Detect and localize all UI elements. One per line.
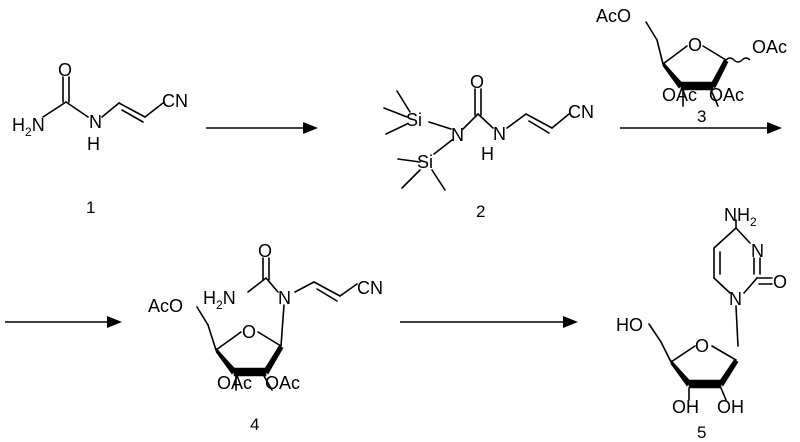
atom-OAc: OAc — [265, 373, 300, 393]
atom-HO: HO — [616, 315, 643, 335]
atom-H: H — [87, 134, 100, 154]
atom-OAc: OAc — [662, 85, 697, 105]
atom-OAc: OAc — [752, 37, 787, 57]
atom-N: N — [451, 125, 464, 145]
compound-number: 1 — [86, 198, 95, 217]
atom-O: O — [242, 322, 256, 342]
atom-AcO: AcO — [148, 296, 183, 316]
compound-3: AcO O OAc OAc OAc 3 — [596, 6, 787, 126]
reaction-arrow — [620, 122, 782, 134]
atom-AcO: AcO — [596, 6, 631, 26]
reaction-arrow — [400, 316, 578, 328]
atom-N: N — [89, 112, 102, 132]
atom-CN: CN — [357, 278, 383, 298]
atom-H2N: H2N — [12, 115, 45, 139]
atom-N: N — [751, 241, 764, 261]
compound-5: NH2 N N O HO O OH OH 5 — [616, 205, 787, 442]
atom-O: O — [258, 241, 272, 261]
atom-Si: Si — [417, 152, 433, 172]
atom-O: O — [58, 60, 72, 80]
atom-CN: CN — [568, 102, 594, 122]
reaction-arrow — [206, 122, 318, 134]
compound-number: 5 — [697, 423, 706, 442]
atom-OH: OH — [672, 397, 699, 417]
compound-number: 2 — [476, 202, 485, 221]
atom-O: O — [773, 272, 787, 292]
atom-O: O — [688, 35, 702, 55]
compound-2: Si N Si O N H CN 2 — [383, 72, 594, 221]
atom-NH2: NH2 — [724, 205, 757, 229]
atom-N: N — [729, 289, 742, 309]
atom-O: O — [470, 72, 484, 92]
atom-OAc: OAc — [217, 373, 252, 393]
atom-H2N: H2N — [203, 288, 236, 312]
atom-N: N — [493, 124, 506, 144]
atom-CN: CN — [162, 91, 188, 111]
reaction-arrow — [5, 316, 122, 328]
atom-Si: Si — [406, 110, 422, 130]
atom-OH: OH — [717, 397, 744, 417]
atom-OAc: OAc — [709, 85, 744, 105]
compound-4: AcO O H2N O N CN OAc OAc 4 — [148, 241, 383, 434]
compound-number: 3 — [697, 107, 706, 126]
atom-H: H — [481, 144, 494, 164]
atom-O: O — [695, 336, 709, 356]
atom-N: N — [278, 288, 291, 308]
compound-1: O H2N N H CN 1 — [12, 60, 188, 217]
compound-number: 4 — [250, 415, 259, 434]
